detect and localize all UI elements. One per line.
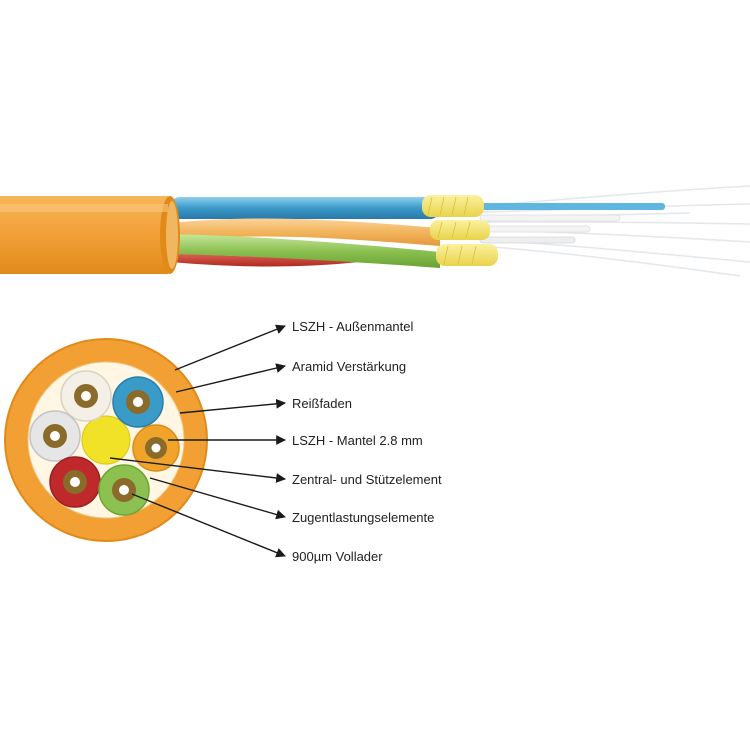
arrow-strength-members — [149, 477, 286, 520]
subunit-blue — [112, 376, 164, 428]
aramid-yarn-side — [422, 195, 498, 266]
label-tight-buffer: 900µm Vollader — [292, 549, 383, 564]
subunit-green — [98, 464, 150, 516]
arrow-ripcord — [179, 398, 286, 414]
arrow-tight-buffer — [131, 493, 286, 558]
arrow-outer-jacket — [174, 324, 286, 371]
arrow-central-element — [109, 457, 286, 483]
subunit-white-left — [29, 410, 81, 462]
outer-jacket-side — [0, 196, 180, 274]
arrow-aramid — [175, 363, 286, 393]
cable-side-view — [0, 185, 750, 277]
cable-cross-section — [4, 338, 208, 542]
label-central-element: Zentral- und Stützelement — [292, 472, 442, 487]
central-element — [81, 415, 131, 465]
subunit-orange — [132, 424, 180, 472]
callout-arrows — [109, 324, 286, 558]
subunits-side — [170, 197, 440, 268]
subunit-red — [49, 456, 101, 508]
label-sub-jacket: LSZH - Mantel 2.8 mm — [292, 433, 423, 448]
label-strength-members: Zugentlastungselemente — [292, 510, 434, 525]
subunit-ivory-top — [60, 370, 112, 422]
label-outer-jacket: LSZH - Außenmantel — [292, 319, 413, 334]
callout-labels: LSZH - Außenmantel Aramid Verstärkung Re… — [292, 319, 442, 564]
label-ripcord: Reißfaden — [292, 396, 352, 411]
label-aramid: Aramid Verstärkung — [292, 359, 406, 374]
